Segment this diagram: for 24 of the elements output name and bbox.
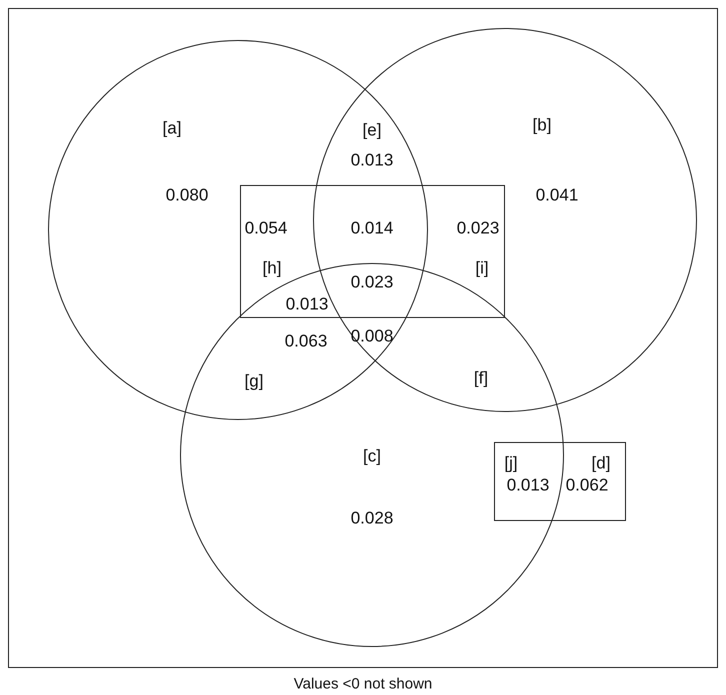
fraction-value: 0.063 <box>284 332 328 350</box>
region-label: [c] <box>363 448 381 464</box>
fraction-value: 0.013 <box>286 296 328 312</box>
fraction-value: 0.080 <box>166 186 208 204</box>
fraction-value: 0.014 <box>350 220 394 236</box>
fraction-value: 0.023 <box>350 274 394 290</box>
fraction-value: 0.062 <box>566 476 608 494</box>
region-label: [i] <box>475 260 489 276</box>
fraction-value: 0.054 <box>244 220 288 236</box>
fraction-value: 0.013 <box>506 476 550 494</box>
fraction-value: 0.041 <box>536 186 578 204</box>
region-label: [d] <box>592 454 610 472</box>
fraction-value: 0.008 <box>350 328 394 344</box>
region-label: [b] <box>532 116 552 134</box>
region-label: [h] <box>262 260 282 276</box>
region-label: [f] <box>474 370 488 386</box>
region-label: [e] <box>362 122 382 138</box>
fraction-value: 0.013 <box>350 152 394 168</box>
fraction-value: 0.028 <box>350 510 394 526</box>
caption: Values <0 not shown <box>294 676 432 692</box>
region-label: [a] <box>162 120 182 136</box>
region-label: [j] <box>504 454 518 472</box>
fraction-value: 0.023 <box>456 220 500 236</box>
region-label: [g] <box>244 372 264 390</box>
